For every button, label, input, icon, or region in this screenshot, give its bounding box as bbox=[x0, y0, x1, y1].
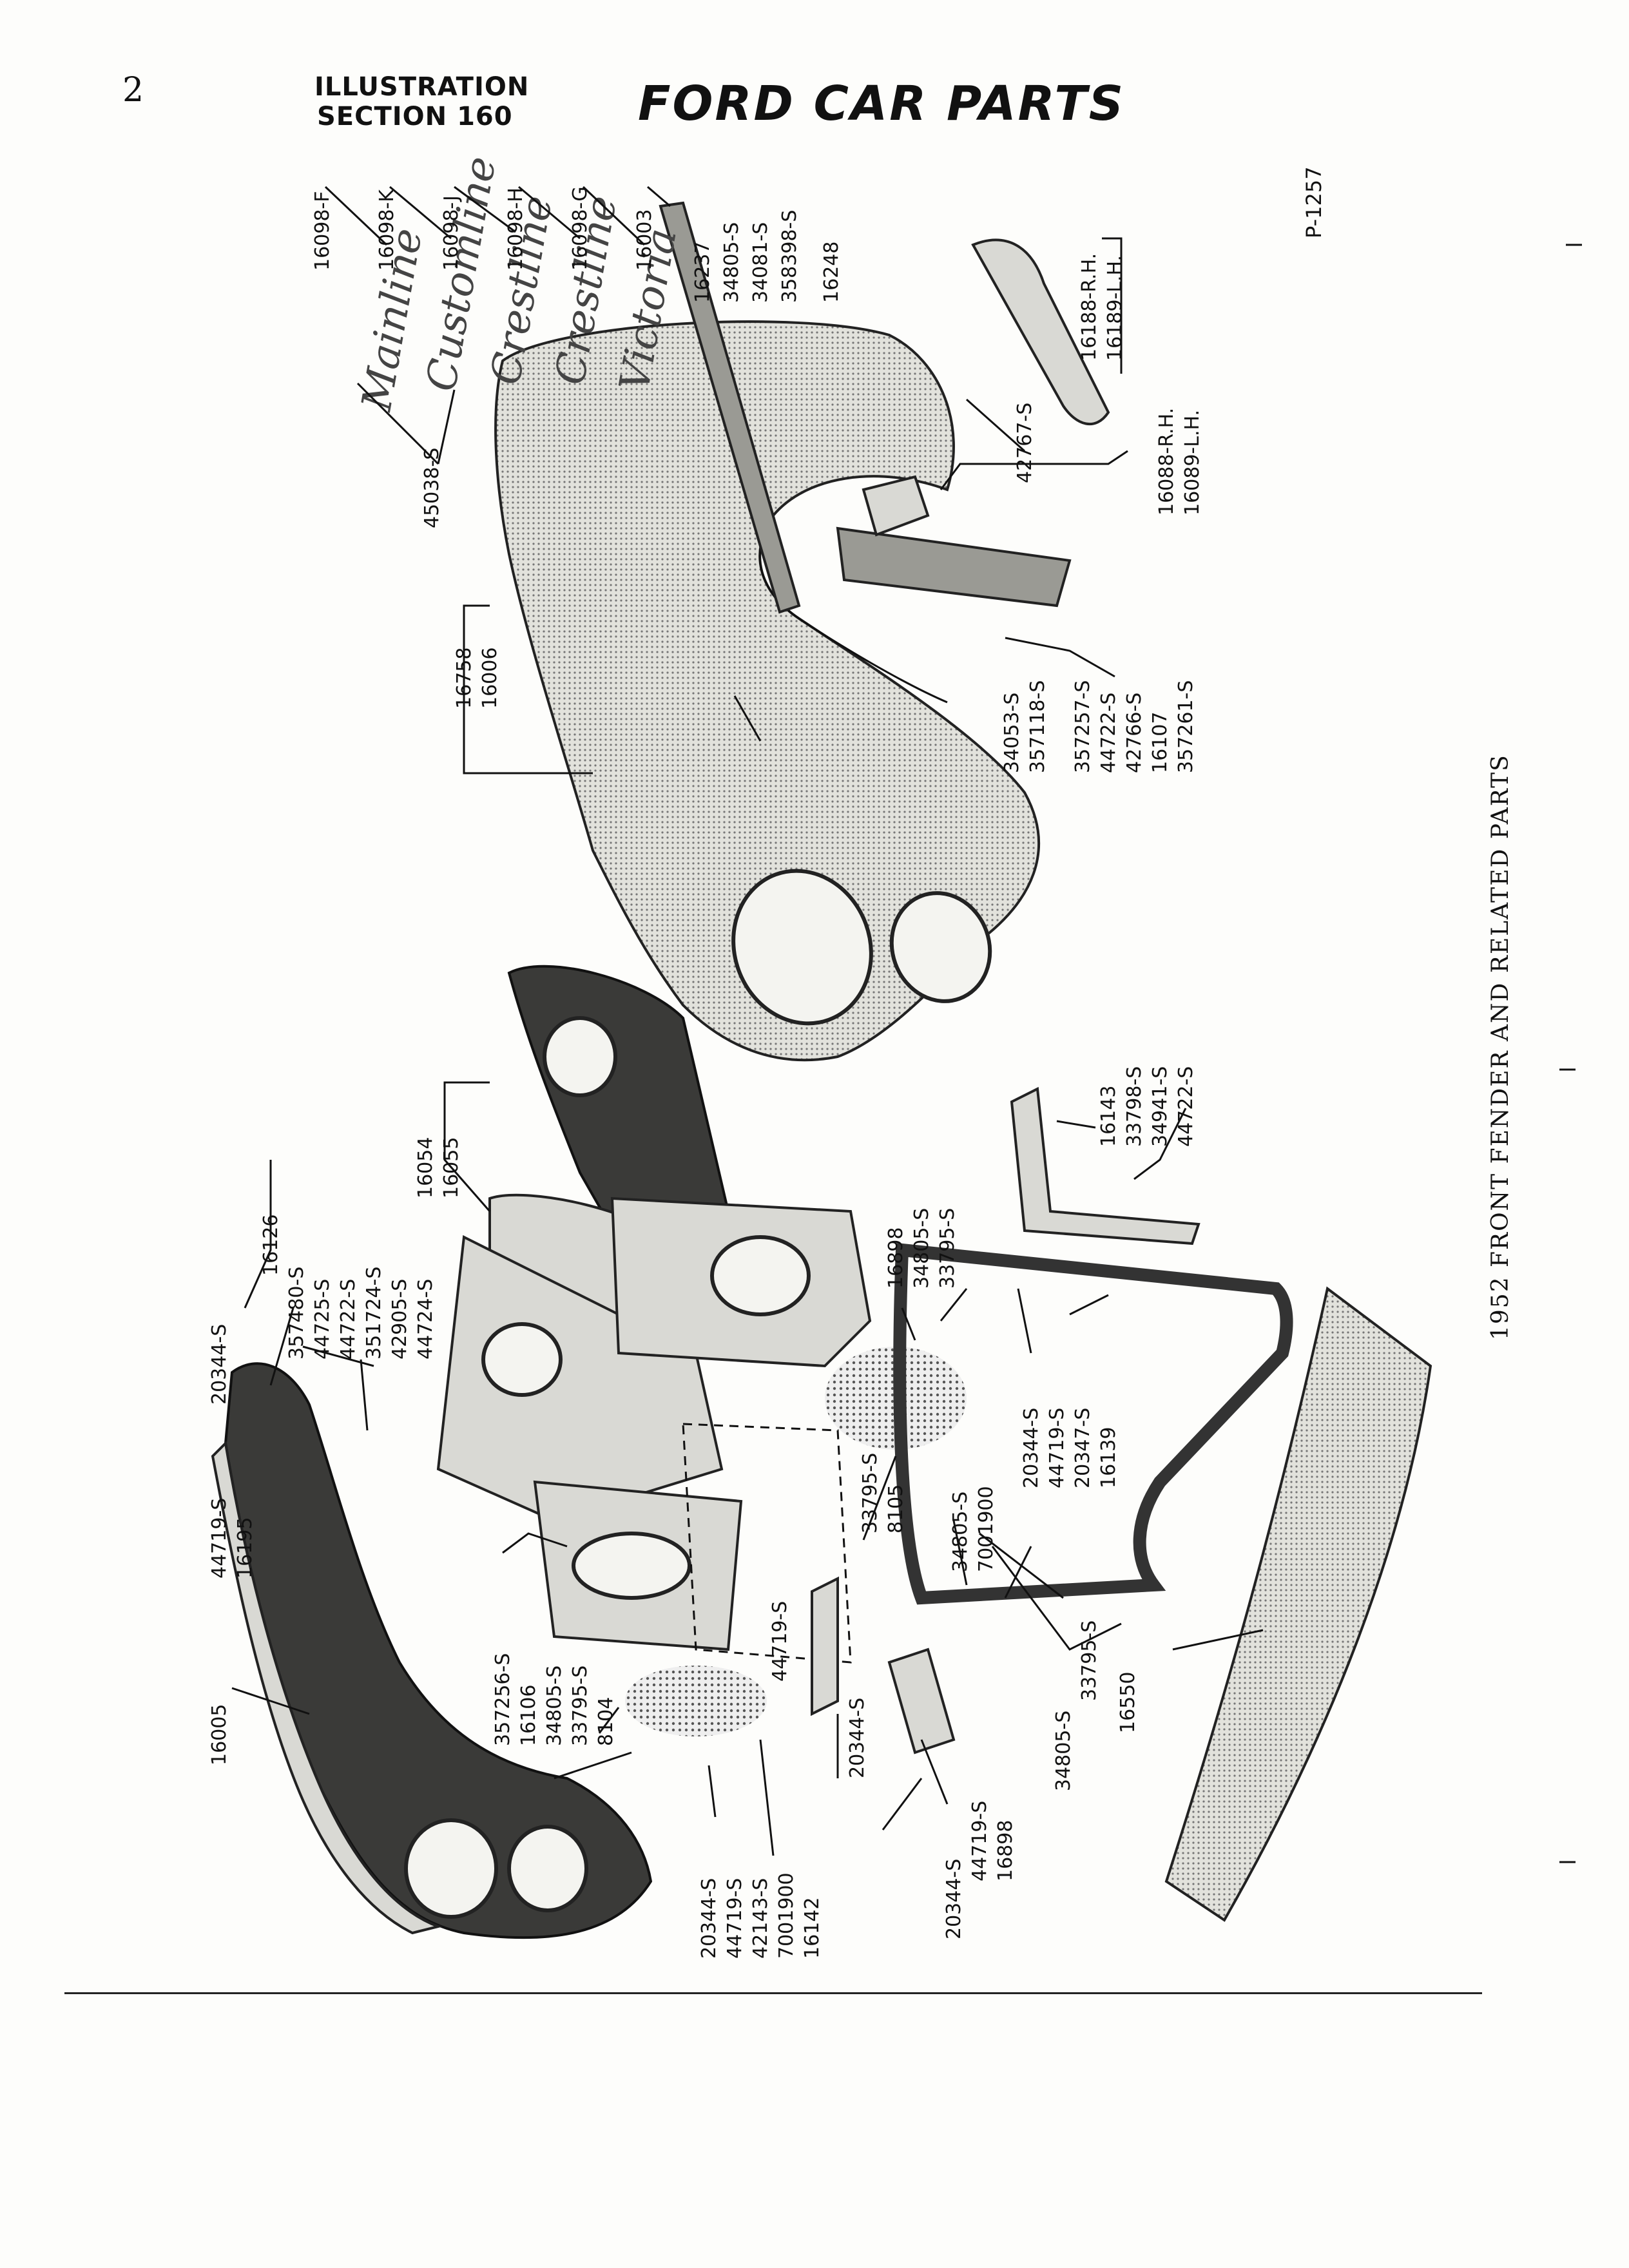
label-7001900-b: 7001900 bbox=[775, 1872, 798, 1959]
label-44725-s: 44725-S bbox=[311, 1279, 334, 1360]
label-16142: 16142 bbox=[801, 1898, 824, 1959]
label-16098-h: 16098-H bbox=[505, 187, 527, 271]
bracket-16898-drawing bbox=[887, 1648, 956, 1754]
label-44722-s-c: 44722-S bbox=[337, 1279, 360, 1360]
label-16003: 16003 bbox=[633, 209, 656, 271]
label-44719-s-e: 44719-S bbox=[724, 1878, 746, 1959]
label-16107: 16107 bbox=[1149, 712, 1171, 773]
brand-title: FORD CAR PARTS bbox=[638, 76, 1126, 131]
label-16098-j: 16098-J bbox=[440, 195, 463, 271]
label-42143-s: 42143-S bbox=[749, 1878, 772, 1959]
radiator-support-drawing bbox=[893, 1242, 1293, 1605]
label-357257-s: 357257-S bbox=[1072, 680, 1094, 773]
bottom-rule bbox=[64, 1992, 1482, 1994]
label-33795-s-a: 33795-S bbox=[936, 1208, 959, 1289]
label-42766-s: 42766-S bbox=[1123, 693, 1146, 773]
label-16237: 16237 bbox=[691, 242, 714, 303]
label-34805-s-b: 34805-S bbox=[911, 1208, 933, 1289]
label-16189: 16189-L.H. bbox=[1104, 255, 1126, 361]
label-34941-s: 34941-S bbox=[1149, 1066, 1171, 1147]
label-16006: 16006 bbox=[479, 648, 501, 709]
label-16055: 16055 bbox=[440, 1137, 463, 1198]
label-351724-s: 351724-S bbox=[363, 1267, 385, 1360]
label-33795-s-c: 33795-S bbox=[569, 1666, 592, 1746]
label-16126: 16126 bbox=[260, 1215, 282, 1276]
label-44722-s-a: 44722-S bbox=[1097, 693, 1120, 773]
label-34081-s: 34081-S bbox=[749, 222, 772, 303]
label-20344-s-c: 20344-S bbox=[846, 1698, 869, 1778]
lower-fender-drawing bbox=[211, 1362, 653, 1939]
label-45038-s: 45038-S bbox=[421, 448, 443, 528]
label-8105: 8105 bbox=[885, 1485, 907, 1533]
label-16005: 16005 bbox=[208, 1704, 231, 1765]
margin-ticks bbox=[1559, 244, 1582, 1863]
figure-number: P-1257 bbox=[1302, 166, 1326, 238]
label-33795-s-d: 33795-S bbox=[1078, 1620, 1101, 1701]
label-357480-s: 357480-S bbox=[285, 1267, 308, 1360]
label-16188: 16188-R.H. bbox=[1078, 253, 1101, 361]
inner-panels-drawing bbox=[533, 1196, 967, 1736]
label-16195: 16195 bbox=[234, 1517, 256, 1579]
label-33795-s-b: 33795-S bbox=[859, 1453, 882, 1533]
label-44719-s-b: 44719-S bbox=[1046, 1408, 1068, 1488]
label-20347-s: 20347-S bbox=[1072, 1408, 1094, 1488]
label-44719-s-a: 44719-S bbox=[208, 1498, 231, 1579]
label-16088: 16088-R.H. bbox=[1155, 408, 1178, 515]
label-8104: 8104 bbox=[595, 1697, 617, 1746]
label-16143: 16143 bbox=[1097, 1086, 1120, 1147]
label-20344-s-a: 20344-S bbox=[208, 1324, 231, 1405]
label-34805-s-d: 34805-S bbox=[543, 1666, 566, 1746]
label-16758: 16758 bbox=[453, 648, 476, 709]
label-357261-s: 357261-S bbox=[1175, 680, 1197, 773]
label-357118-s: 357118-S bbox=[1027, 680, 1049, 773]
label-20344-s-e: 20344-S bbox=[698, 1878, 720, 1959]
label-34805-s-e: 34805-S bbox=[1052, 1711, 1075, 1791]
label-44722-s-b: 44722-S bbox=[1175, 1066, 1197, 1147]
page-number: 2 bbox=[122, 71, 144, 110]
label-16898-b: 16898 bbox=[994, 1820, 1017, 1881]
leader-lines bbox=[231, 186, 1264, 1856]
label-16106: 16106 bbox=[517, 1685, 540, 1746]
label-42767-s: 42767-S bbox=[1014, 403, 1036, 483]
label-33798-s: 33798-S bbox=[1123, 1066, 1146, 1147]
bracket-lower-drawing bbox=[811, 1576, 839, 1716]
label-34053-s: 34053-S bbox=[1001, 693, 1023, 773]
label-20344-s-d: 20344-S bbox=[943, 1859, 965, 1939]
label-44719-s-c: 44719-S bbox=[769, 1601, 791, 1682]
label-34805-s-a: 34805-S bbox=[720, 222, 743, 303]
stone-deflector-drawing bbox=[1164, 1286, 1432, 1922]
part-number-labels: 16098-F 16098-K 16098-J 16098-H 16098-G … bbox=[208, 186, 1204, 1959]
figure-caption: 1952 FRONT FENDER AND RELATED PARTS bbox=[1487, 754, 1514, 1340]
label-358398-s: 358398-S bbox=[778, 210, 801, 303]
bracket-drawing bbox=[1010, 1086, 1200, 1245]
label-34805-s-c: 34805-S bbox=[949, 1492, 972, 1572]
label-16098-g: 16098-G bbox=[569, 186, 592, 271]
label-44719-s-d: 44719-S bbox=[969, 1801, 991, 1881]
headlamp-trim-drawing bbox=[971, 238, 1110, 425]
label-16139: 16139 bbox=[1097, 1427, 1120, 1488]
label-16098-k: 16098-K bbox=[376, 189, 398, 271]
label-42905-s: 42905-S bbox=[389, 1279, 411, 1360]
upper-fender-drawing bbox=[494, 201, 1040, 1062]
label-16089: 16089-L.H. bbox=[1181, 410, 1204, 515]
label-20344-s-b: 20344-S bbox=[1020, 1408, 1043, 1488]
label-16550: 16550 bbox=[1117, 1672, 1139, 1733]
label-7001900-a: 7001900 bbox=[975, 1486, 998, 1572]
label-44724-s: 44724-S bbox=[414, 1279, 437, 1360]
fender-bracket-drawing bbox=[836, 475, 1072, 608]
label-16054: 16054 bbox=[414, 1137, 437, 1198]
label-16098-f: 16098-F bbox=[311, 191, 334, 271]
section-label-line2: SECTION 160 bbox=[317, 102, 513, 131]
label-357256-s: 357256-S bbox=[492, 1653, 514, 1746]
label-16248: 16248 bbox=[820, 242, 843, 303]
splash-shield-drawing bbox=[436, 965, 730, 1523]
label-16898-a: 16898 bbox=[885, 1227, 907, 1289]
section-label-line1: ILLUSTRATION bbox=[314, 72, 530, 102]
